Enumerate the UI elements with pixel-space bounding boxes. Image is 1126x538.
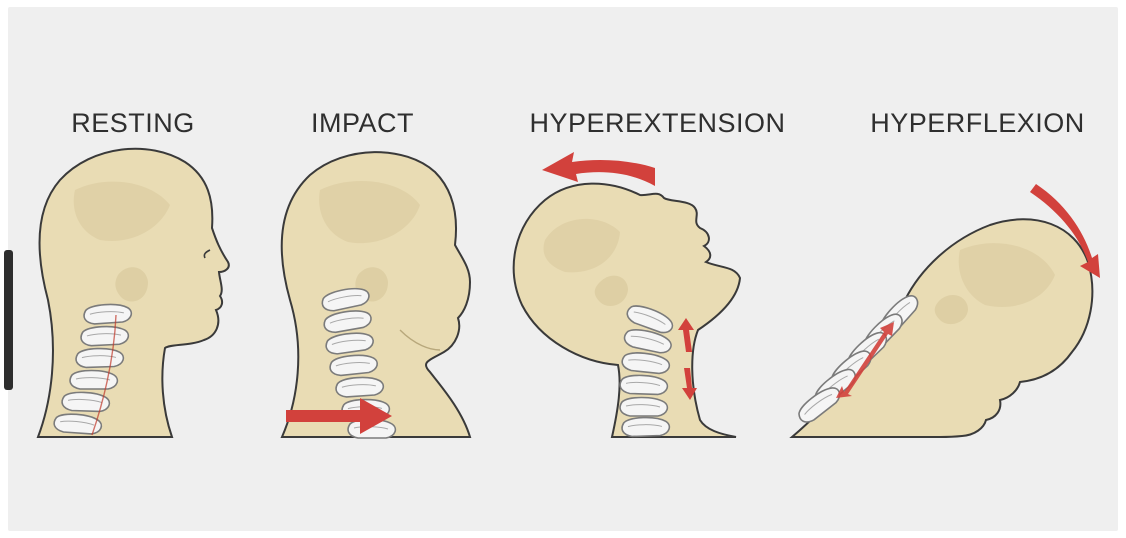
panel-hyperflexion <box>792 184 1100 437</box>
head-silhouette-icon <box>792 219 1092 437</box>
panel-resting <box>38 149 229 437</box>
motion-arrow-icon <box>542 152 655 186</box>
panel-hyperextension <box>514 152 740 437</box>
panel-impact <box>282 152 470 438</box>
